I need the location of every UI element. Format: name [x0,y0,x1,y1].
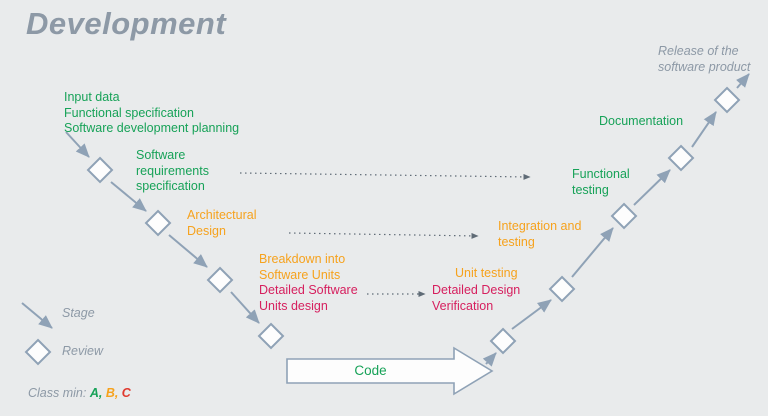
review-diamond [86,156,114,184]
review-diamond [206,266,234,294]
legend-class-min: Class min: A, B, C [28,386,131,400]
dotted-link-architecture-integration [288,232,479,239]
review-diamond [548,275,576,303]
legend-review-label: Review [62,344,103,358]
review-diamonds [86,86,741,355]
stage-arrow [735,73,750,89]
stage-arrow [482,352,497,367]
review-diamond [144,209,172,237]
code-arrow-shape [286,346,494,396]
legend-review-diamond-icon [24,338,52,366]
stage-arrow [633,169,671,206]
code-arrow-label: Code [354,363,387,378]
node-input-data: Input data Functional specification Soft… [64,90,240,136]
class-min-label: Class min: [28,386,87,400]
node-detailed-software: Detailed Software Units design [259,283,358,313]
review-diamond [257,322,285,350]
dotted-links [239,172,531,297]
stage-arrow [511,299,552,330]
review-diamond [610,202,638,230]
node-integration-testing: Integration and testing [498,219,582,249]
review-diamond [489,327,517,355]
dotted-link-requirements-functional [239,172,531,180]
stage-arrow [65,131,90,158]
node-functional-testing: Functional testing [572,167,630,197]
class-a-label: A, [89,386,103,400]
node-documentation: Documentation [599,114,684,128]
legend-stage-arrow-icon [21,302,53,329]
node-architectural-design: Architectural Design [187,208,257,238]
class-c-label: C [121,386,131,400]
stage-arrow [691,111,717,148]
stage-arrow [571,227,614,278]
page-title: Development [26,6,227,41]
node-detailed-design-verification: Detailed Design Verification [432,283,521,313]
node-software-requirements: Software requirements specification [136,148,209,194]
legend-stage-label: Stage [62,306,95,320]
node-release: Release of the software product [658,44,751,74]
stage-arrow [168,234,208,268]
node-breakdown: Breakdown into Software Units [259,252,346,282]
node-unit-testing: Unit testing [455,266,518,280]
stage-arrows-right [482,73,750,367]
stage-arrow [230,291,260,324]
review-diamond [713,86,741,114]
review-diamond [667,144,695,172]
stage-arrows-left [65,131,260,324]
class-b-label: B, [105,386,119,400]
stage-arrow [110,181,147,212]
